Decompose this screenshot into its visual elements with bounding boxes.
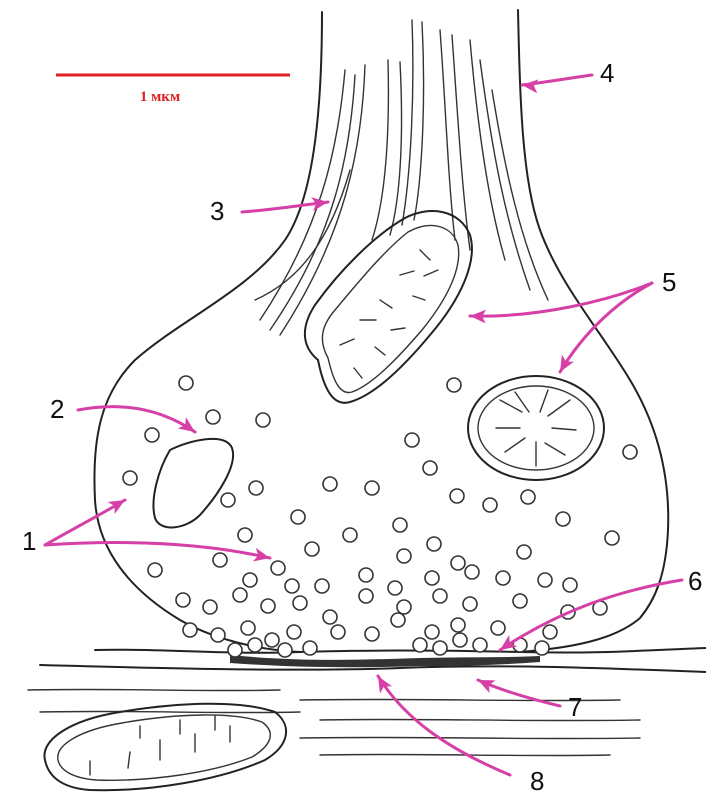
synaptic-vesicle — [176, 593, 190, 607]
label-5: 5 — [662, 267, 676, 297]
synaptic-vesicle — [179, 376, 193, 390]
synaptic-vesicle — [397, 549, 411, 563]
synaptic-vesicle — [563, 578, 577, 592]
synaptic-vesicle — [463, 597, 477, 611]
mitochondrion-cross-section — [468, 376, 604, 480]
synaptic-vesicle — [287, 625, 301, 639]
synaptic-vesicle — [359, 589, 373, 603]
synaptic-vesicle — [365, 627, 379, 641]
synaptic-vesicle — [517, 545, 531, 559]
synaptic-vesicle — [293, 596, 307, 610]
synaptic-vesicle — [473, 638, 487, 652]
synaptic-vesicle — [291, 510, 305, 524]
arrow-head — [108, 494, 129, 514]
synaptic-vesicle — [425, 571, 439, 585]
arrow-shaft — [378, 676, 510, 775]
synaptic-vesicle — [249, 481, 263, 495]
scale-bar-text: 1 мкм — [140, 89, 180, 105]
synaptic-vesicle — [256, 413, 270, 427]
synaptic-vesicle — [359, 568, 373, 582]
synaptic-vesicle — [491, 621, 505, 635]
synaptic-vesicle — [213, 553, 227, 567]
microtubule-bundle — [255, 20, 548, 335]
synaptic-vesicle — [447, 378, 461, 392]
synaptic-vesicle — [496, 571, 510, 585]
synaptic-vesicle — [453, 633, 467, 647]
arrow-shaft — [45, 500, 125, 545]
synaptic-vesicle — [206, 410, 220, 424]
synaptic-vesicle — [285, 579, 299, 593]
synaptic-vesicle — [123, 471, 137, 485]
synaptic-vesicle — [148, 563, 162, 577]
arrow-shaft — [45, 543, 270, 558]
synaptic-vesicle — [343, 528, 357, 542]
synaptic-vesicle — [543, 625, 557, 639]
smooth-er-vacuole — [153, 439, 233, 528]
mitochondrion-lower — [44, 704, 286, 790]
synaptic-vesicle — [228, 643, 242, 657]
arrow-head — [475, 674, 495, 693]
arrow-head — [521, 78, 538, 93]
synaptic-vesicle — [423, 461, 437, 475]
synaptic-vesicle — [451, 556, 465, 570]
arrow-shaft — [78, 407, 195, 432]
label-1: 1 — [22, 526, 36, 556]
synaptic-vesicle — [278, 643, 292, 657]
synaptic-vesicle — [535, 641, 549, 655]
synaptic-vesicle — [238, 528, 252, 542]
synaptic-vesicle — [513, 594, 527, 608]
synaptic-vesicle — [331, 625, 345, 639]
synaptic-vesicle — [248, 638, 262, 652]
synaptic-vesicle — [323, 610, 337, 624]
label-2: 2 — [50, 394, 64, 424]
synaptic-vesicle — [261, 599, 275, 613]
synaptic-vesicle — [425, 625, 439, 639]
synaptic-vesicles — [123, 376, 637, 657]
synaptic-vesicle — [243, 573, 257, 587]
synaptic-vesicle — [427, 537, 441, 551]
synaptic-vesicle — [405, 433, 419, 447]
synaptic-vesicle — [183, 623, 197, 637]
synaptic-vesicle — [538, 573, 552, 587]
arrow-head — [178, 417, 199, 438]
synaptic-vesicle — [465, 565, 479, 579]
label-6: 6 — [688, 566, 702, 596]
synaptic-vesicle — [388, 581, 402, 595]
synaptic-vesicle — [413, 638, 427, 652]
synaptic-vesicle — [391, 613, 405, 627]
synaptic-vesicle — [393, 518, 407, 532]
synaptic-vesicle — [365, 481, 379, 495]
synaptic-vesicle — [605, 531, 619, 545]
arrow-head — [554, 355, 574, 376]
synaptic-vesicle — [450, 489, 464, 503]
label-7: 7 — [568, 692, 582, 722]
label-4: 4 — [600, 58, 614, 88]
synaptic-vesicle — [241, 621, 255, 635]
synaptic-vesicle — [623, 445, 637, 459]
synaptic-vesicle — [303, 641, 317, 655]
synaptic-vesicle — [203, 600, 217, 614]
scale-bar: 1 мкм — [56, 75, 290, 105]
label-8: 8 — [530, 766, 544, 796]
synaptic-vesicle — [521, 490, 535, 504]
synaptic-vesicle — [397, 600, 411, 614]
synaptic-vesicle — [323, 477, 337, 491]
synaptic-vesicle — [221, 493, 235, 507]
synaptic-vesicle — [433, 641, 447, 655]
label-3: 3 — [210, 196, 224, 226]
synaptic-vesicle — [265, 633, 279, 647]
synaptic-vesicle — [483, 498, 497, 512]
synaptic-vesicle — [305, 542, 319, 556]
synaptic-vesicle — [556, 512, 570, 526]
synaptic-vesicle — [315, 579, 329, 593]
synaptic-vesicle — [211, 628, 225, 642]
synaptic-vesicle — [271, 561, 285, 575]
arrow-shaft — [500, 580, 682, 650]
synaptic-vesicle — [145, 428, 159, 442]
synaptic-vesicle — [233, 588, 247, 602]
synaptic-vesicle — [433, 589, 447, 603]
synaptic-vesicle — [451, 618, 465, 632]
